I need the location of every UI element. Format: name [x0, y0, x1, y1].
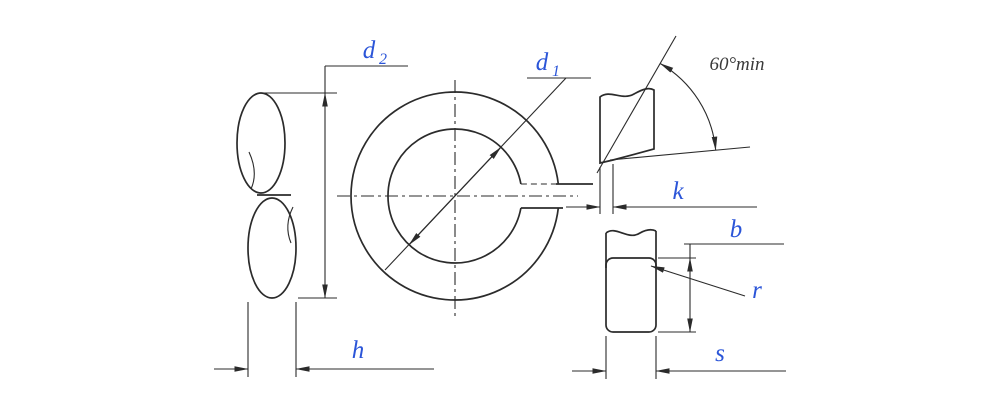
- s-label: s: [715, 340, 725, 367]
- split-end-detail: [596, 35, 751, 174]
- r-label: r: [752, 277, 762, 304]
- d1-dimension-arrows: [408, 146, 502, 246]
- dimension-k: [566, 164, 757, 214]
- side-view-inner-arc-top: [248, 151, 255, 190]
- dimension-d1: [384, 77, 591, 271]
- section-break-line: [605, 228, 657, 237]
- hatched-wire-section: [605, 257, 657, 333]
- side-view-bottom-lobe: [247, 197, 297, 299]
- dimension-d2: [264, 65, 408, 299]
- dimension-b: [658, 243, 784, 333]
- split-end-piece: [599, 87, 655, 165]
- side-view-inner-arc-bottom: [287, 206, 294, 244]
- angle-60min-label: 60°min: [709, 54, 764, 75]
- r-leader-line: [650, 265, 746, 297]
- d1-label-subscript: 1: [552, 63, 560, 80]
- side-view: [236, 92, 297, 299]
- d2-label-subscript: 2: [379, 51, 387, 68]
- dimension-s: [572, 336, 786, 379]
- h-label: h: [352, 337, 365, 364]
- dimension-labels: d 2 d 1 60°min k b r h s: [352, 37, 765, 367]
- section-view: [605, 228, 657, 333]
- dimension-h: [214, 302, 434, 377]
- side-view-top-lobe: [236, 92, 286, 194]
- angle-arc: [659, 63, 718, 151]
- top-view: [337, 80, 593, 316]
- d2-label: d: [363, 37, 376, 64]
- split-plane-line: [596, 35, 677, 174]
- inner-circle: [387, 128, 522, 264]
- leader-r: [650, 265, 746, 297]
- b-label: b: [730, 216, 743, 243]
- k-label: k: [672, 178, 684, 205]
- surface-reference-line: [609, 146, 751, 161]
- d1-label: d: [536, 49, 549, 76]
- outer-circle: [350, 91, 560, 301]
